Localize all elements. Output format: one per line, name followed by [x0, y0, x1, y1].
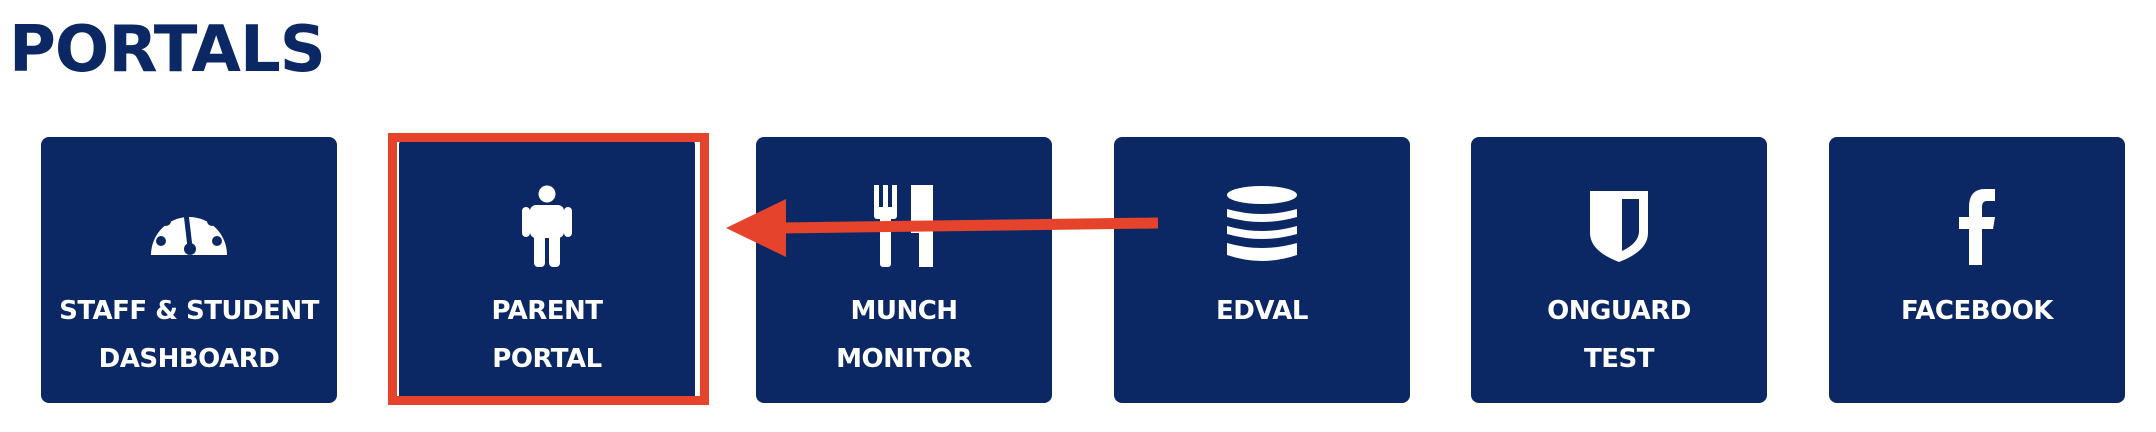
fork-knife-icon	[756, 185, 1052, 267]
page-title: PORTALS	[9, 13, 326, 87]
shield-icon	[1471, 185, 1767, 267]
tile-label: EDVAL	[1216, 296, 1308, 326]
facebook-icon	[1829, 185, 2125, 267]
tile-onguard-test[interactable]: ONGUARD TEST	[1471, 137, 1767, 403]
tile-facebook[interactable]: FACEBOOK	[1829, 137, 2125, 403]
tile-label: PARENT PORTAL	[491, 296, 603, 374]
tile-staff-student-dashboard[interactable]: STAFF & STUDENT DASHBOARD	[41, 137, 337, 403]
person-icon	[399, 185, 695, 267]
tile-edval[interactable]: EDVAL	[1114, 137, 1410, 403]
tile-label: ONGUARD TEST	[1547, 296, 1691, 374]
dashboard-gauge-icon	[41, 185, 337, 267]
tile-label: FACEBOOK	[1901, 296, 2053, 326]
database-icon	[1114, 185, 1410, 267]
tile-parent-portal[interactable]: PARENT PORTAL	[399, 137, 695, 403]
tile-label: STAFF & STUDENT DASHBOARD	[59, 296, 319, 374]
tile-label: MUNCH MONITOR	[836, 296, 972, 374]
tile-munch-monitor[interactable]: MUNCH MONITOR	[756, 137, 1052, 403]
